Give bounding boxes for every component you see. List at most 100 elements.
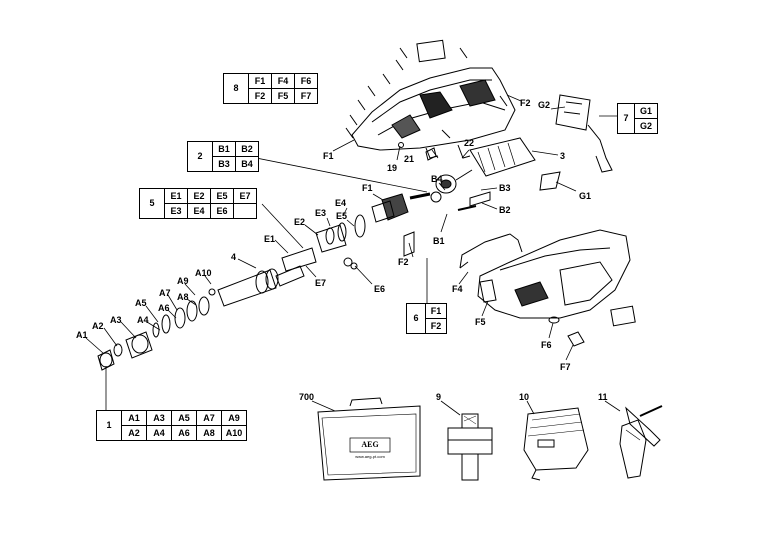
group-number: 5 [139,188,165,219]
housing-half-shell-bottom [477,229,636,327]
group-table-8: 8 F1 F4 F6 F2 F5 F7 [223,73,318,104]
callout-label: A7 [159,288,171,298]
group-part: A10 [221,425,247,441]
callout-label: E2 [294,217,306,227]
chuck-adapter [447,413,493,481]
group-table-6: 6 F1 F2 [406,303,447,334]
callout-label: F5 [475,317,486,327]
group-part: A9 [221,410,247,426]
group-part: F1 [248,73,272,89]
callout-label: A5 [135,298,147,308]
callout-label: B2 [499,205,511,215]
callout-label: G2 [538,100,551,110]
group-part: A8 [196,425,222,441]
callout-label: A6 [158,303,170,313]
callout-label: A10 [195,268,212,278]
group-part: G2 [634,118,658,134]
group-number: 2 [187,141,213,172]
switch-assembly [539,94,613,191]
group-part: G1 [634,103,658,119]
group-part: B4 [235,156,259,172]
gear-set-b [409,191,491,211]
callout-label: B1 [433,236,445,246]
callout-label: E5 [336,211,348,221]
group-part: A3 [146,410,172,426]
group-part: B1 [212,141,236,157]
group-part: E5 [210,188,234,204]
callout-label: F1 [362,183,373,193]
group-part: F2 [425,318,447,334]
group-part: F2 [248,88,272,104]
group-part: A6 [171,425,197,441]
callout-label: 10 [519,392,530,402]
housing-screws [345,47,508,139]
group-part: A2 [121,425,147,441]
group-part: A1 [121,410,147,426]
side-handle [619,405,663,479]
callout-label: B4 [431,174,443,184]
callout-label: 4 [231,252,237,262]
callout-label: F4 [452,284,463,294]
group-number: 1 [96,410,122,441]
callout-label: A4 [137,315,149,325]
group-part: F5 [271,88,295,104]
group-part: E6 [210,203,234,219]
housing-half-shell-top [351,39,516,151]
group-part: A5 [171,410,197,426]
callout-label: 21 [404,154,415,164]
group-table-5: 5 E1 E2 E5 E7 E3 E4 E6 [139,188,257,219]
callout-label: A2 [92,321,104,331]
brush-parts [398,142,437,161]
callout-label: F6 [541,340,552,350]
callout-label: A8 [177,292,189,302]
group-table-2: 2 B1 B2 B3 B4 [187,141,259,172]
carrying-case [317,397,421,481]
group-number: 6 [406,303,426,334]
callout-label: B3 [499,183,511,193]
callout-label: 19 [387,163,398,173]
group-part: F7 [294,88,318,104]
callout-label: A3 [110,315,122,325]
group-number: 7 [617,103,635,134]
group-part: E3 [164,203,188,219]
case-url: www.aeg-pt.com [355,454,385,459]
group-part: E7 [233,188,257,204]
group-part: A4 [146,425,172,441]
spring-clip [459,233,523,269]
group-part: E1 [164,188,188,204]
callout-label: A1 [76,330,88,340]
group-part: B2 [235,141,259,157]
group-table-1: 1 A1 A3 A5 A7 A9 A2 A4 A6 A8 A10 [96,410,247,441]
small-plate-f2 [403,231,415,257]
group-part: E2 [187,188,211,204]
callout-label: 9 [436,392,442,402]
group-part: F6 [294,73,318,89]
callout-label: 700 [299,392,315,402]
group-part: B3 [212,156,236,172]
callout-label: A9 [177,276,189,286]
armature [425,137,536,194]
bearing-plate [371,193,409,223]
callout-label: 3 [560,151,566,161]
callout-label: 22 [464,138,475,148]
callout-label: E1 [264,234,276,244]
group-number: 8 [223,73,249,104]
group-part [233,203,257,219]
gear-shaft-e [281,214,366,272]
spindle-assembly [97,265,305,371]
keyless-chuck [523,407,589,481]
callout-label: 11 [598,392,608,402]
callout-label: E6 [374,284,386,294]
group-part: A7 [196,410,222,426]
group-part: F1 [425,303,447,319]
callout-label: E7 [315,278,327,288]
callout-label: E3 [315,208,327,218]
callout-label: F2 [520,98,531,108]
leader-lines [85,94,621,416]
case-brand: AEG [361,440,378,449]
callout-label: F2 [398,257,409,267]
callout-label: E4 [335,198,347,208]
small-parts-f6-f7 [548,316,585,347]
